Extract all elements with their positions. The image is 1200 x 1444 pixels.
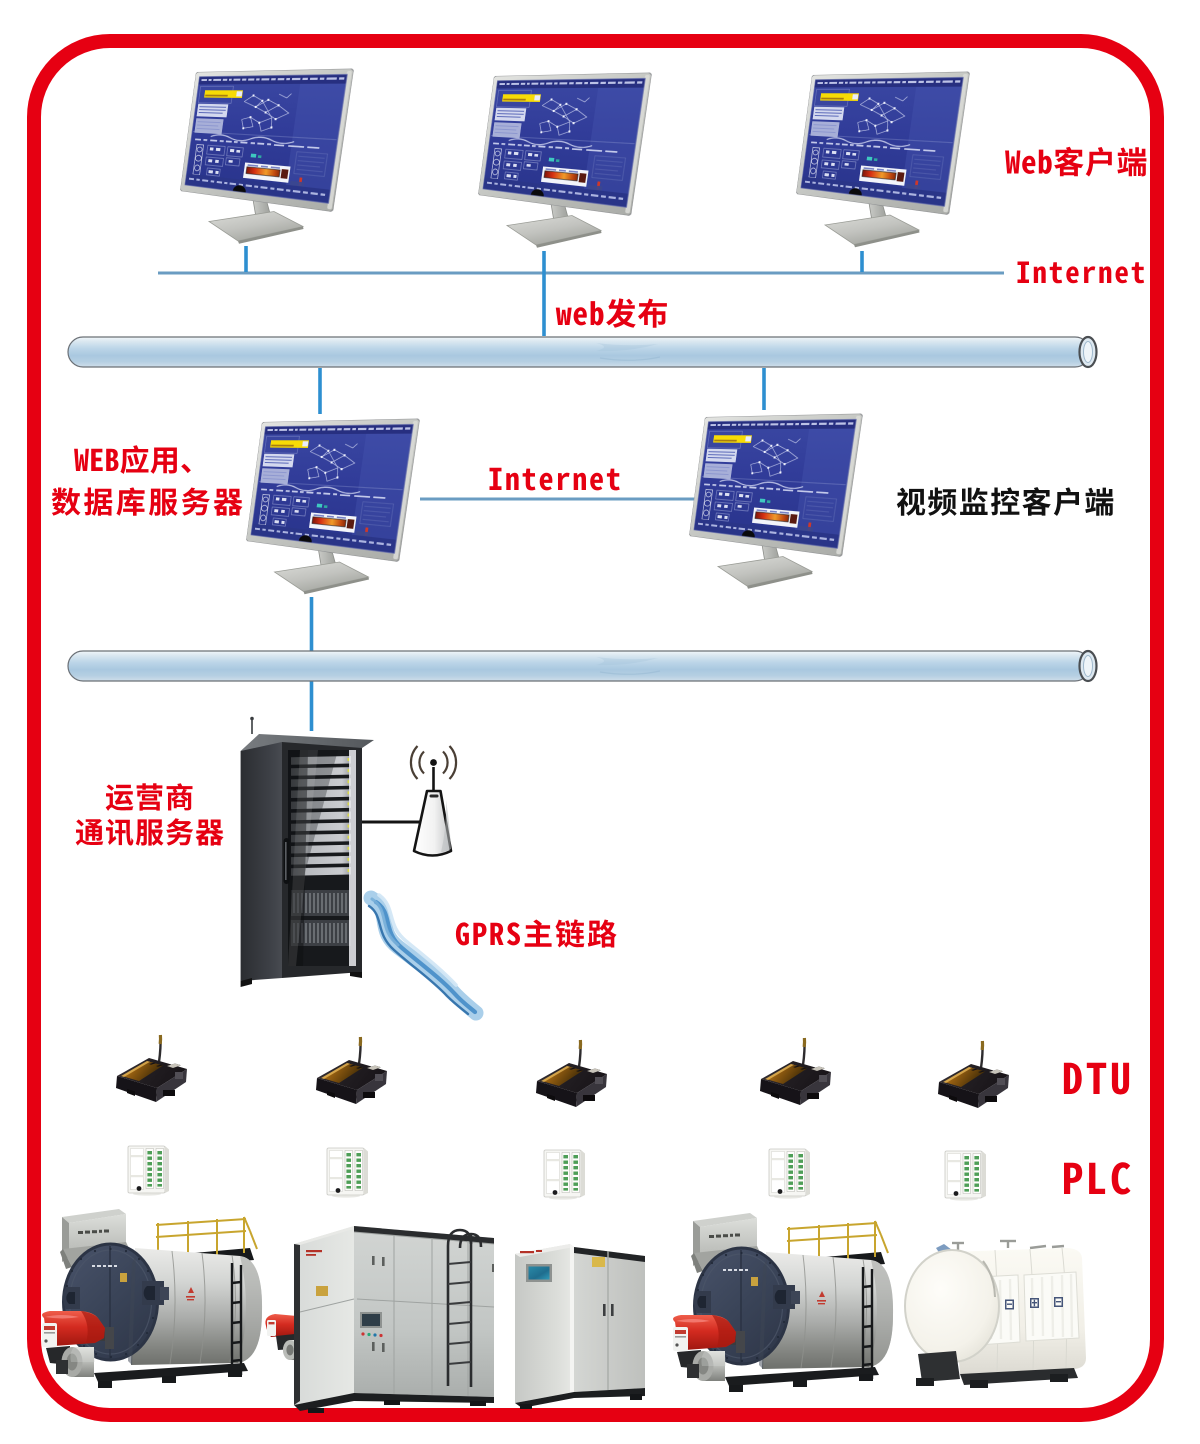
scada-screen-art xyxy=(795,70,971,216)
diagram-labels xyxy=(51,146,1147,1195)
monitor-stand xyxy=(823,202,921,248)
scada-screen-art xyxy=(477,71,653,217)
monitor-stand xyxy=(505,202,603,248)
boiler-row xyxy=(40,1207,1086,1413)
monitor-screen xyxy=(477,71,653,217)
server-rack xyxy=(240,716,374,987)
monitor-screen xyxy=(688,412,864,558)
scada-screen-art xyxy=(179,67,355,213)
plc-1 xyxy=(127,1145,170,1197)
label-operator-2 xyxy=(75,818,224,846)
plc-5 xyxy=(944,1150,987,1202)
label-video-client xyxy=(896,487,1114,516)
network-bus-pipe-1 xyxy=(67,335,1098,369)
label-gprs-link xyxy=(455,919,617,948)
diagram-border xyxy=(27,34,1164,1422)
label-operator-1 xyxy=(105,783,193,811)
monitor-screen xyxy=(795,70,971,216)
boiler-cylinder-1 xyxy=(40,1207,264,1390)
network-bus-pipe-2 xyxy=(67,649,1098,683)
boiler-cylinder-2 xyxy=(671,1211,895,1394)
scada-screen-art xyxy=(688,412,864,558)
monitor-stand xyxy=(207,198,305,244)
label-internet-mid xyxy=(489,467,620,491)
wireless-antenna xyxy=(362,745,458,857)
monitor-stand xyxy=(716,543,814,589)
label-web-app-2 xyxy=(51,487,243,516)
plc-2 xyxy=(326,1147,369,1199)
dtu-plc-row xyxy=(114,1033,1011,1202)
monitor-screen xyxy=(244,417,421,563)
label-web-publish xyxy=(555,298,667,328)
boiler-cabinet-large xyxy=(265,1226,495,1413)
label-web-app-1 xyxy=(74,445,191,474)
dtu-2 xyxy=(314,1035,389,1106)
monitor-screen xyxy=(179,67,355,213)
scada-screen-art xyxy=(244,417,421,563)
dtu-1 xyxy=(114,1033,189,1104)
plc-4 xyxy=(768,1148,811,1200)
label-plc xyxy=(1064,1162,1131,1195)
label-web-client xyxy=(1005,146,1147,177)
label-internet-top xyxy=(1017,261,1145,284)
plc-3 xyxy=(543,1149,586,1201)
dtu-3 xyxy=(534,1038,609,1109)
dtu-5 xyxy=(936,1039,1011,1110)
label-dtu xyxy=(1063,1062,1130,1095)
dtu-4 xyxy=(758,1036,833,1107)
boiler-tank-white xyxy=(904,1239,1086,1388)
connector-lines xyxy=(158,246,1004,731)
boiler-cabinet-small xyxy=(515,1244,645,1409)
gprs-wave xyxy=(363,890,484,1021)
monitor-stand xyxy=(273,549,370,595)
